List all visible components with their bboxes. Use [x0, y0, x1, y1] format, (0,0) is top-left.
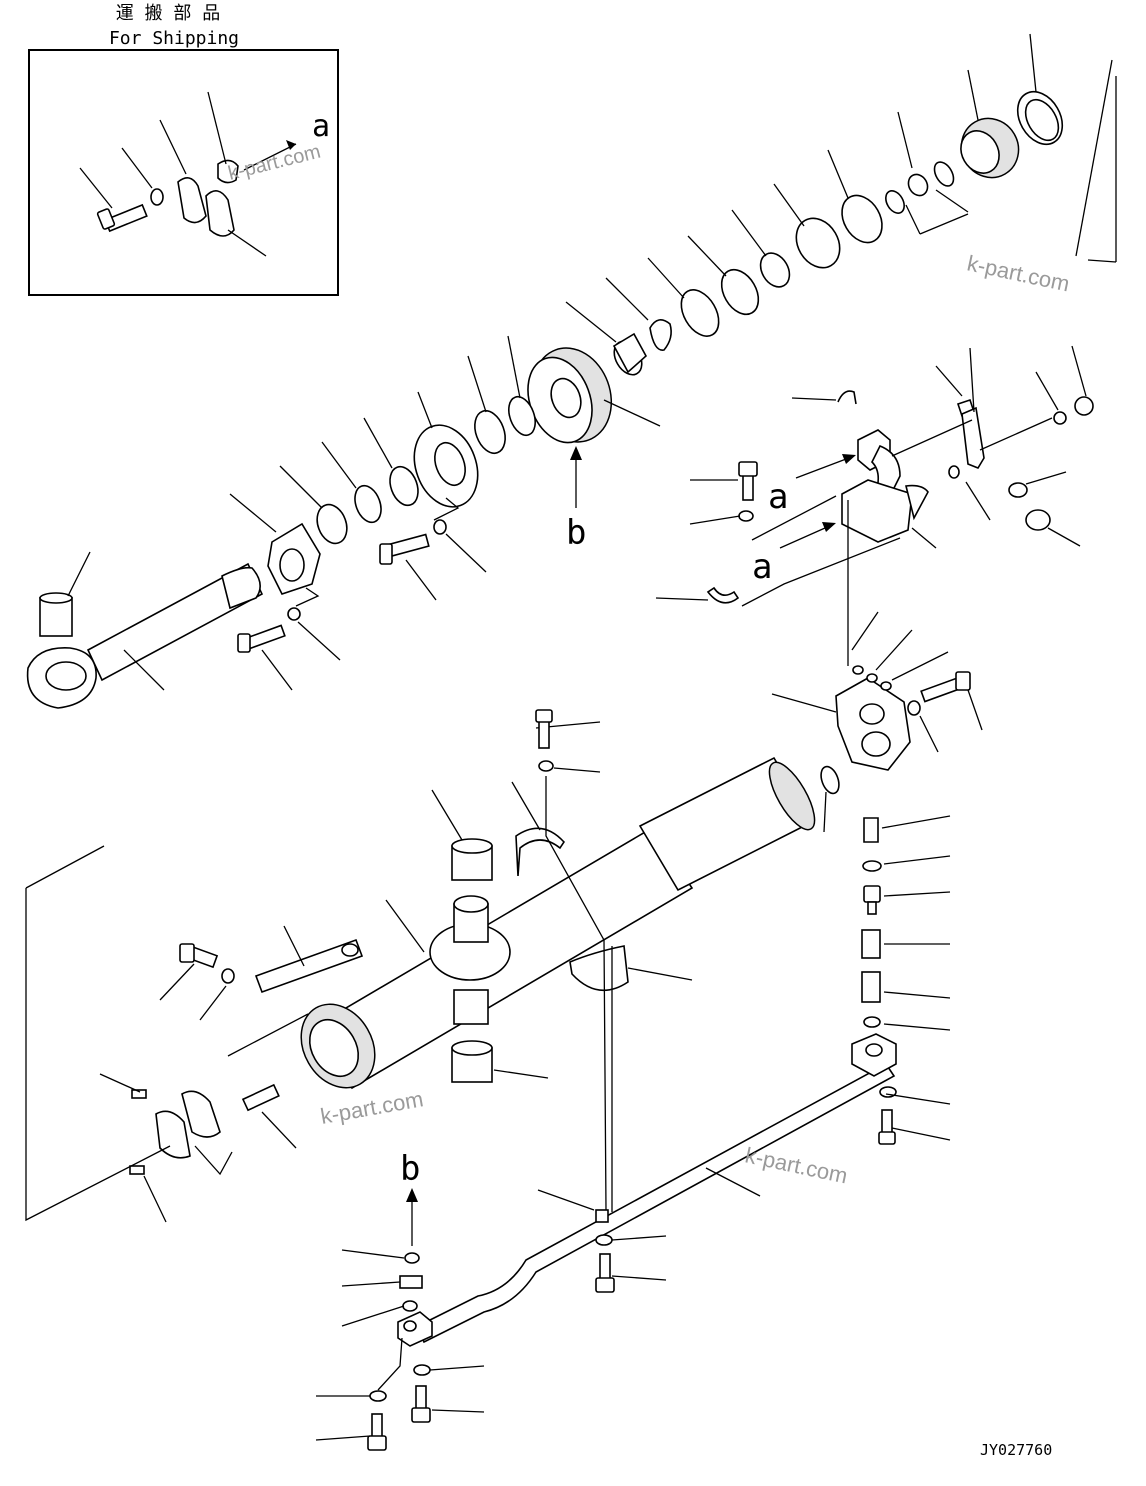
ring-h — [354, 484, 382, 524]
head-washer — [433, 519, 447, 535]
inset-bolt — [96, 203, 148, 233]
retaining-ring — [649, 319, 672, 351]
watermark-4: k-part.com — [743, 1142, 850, 1188]
inset-view-a: a — [312, 109, 330, 144]
flange-plate — [413, 424, 479, 508]
ring-g — [389, 465, 419, 507]
tube-bolt — [179, 943, 219, 969]
snap-ring — [759, 252, 791, 288]
clip-top — [837, 390, 857, 405]
view-b-bottom: b — [400, 1149, 420, 1189]
hydraulic-tube-assembly: b — [315, 1033, 951, 1451]
clip-bottom — [706, 586, 740, 604]
ring-f — [474, 409, 506, 455]
piston — [960, 117, 1020, 179]
clamp-bolt — [595, 1253, 615, 1293]
o-ring-a — [933, 161, 955, 187]
bushing-nut — [612, 332, 648, 376]
trunnion-bushing-top — [451, 838, 493, 881]
bottom-clamp-halves — [129, 1083, 280, 1175]
valve-assembly: a a — [655, 345, 1094, 1031]
cylinder-head — [527, 347, 613, 444]
trunnion-bushing-bottom — [451, 1040, 493, 1083]
view-a-lower: a — [752, 547, 772, 587]
watermark-2: k-part.com — [965, 250, 1072, 296]
watermark-3: k-part.com — [319, 1086, 426, 1129]
pipe-clamp-bottom — [569, 945, 629, 992]
bracket — [961, 406, 985, 469]
inset-washer — [150, 188, 164, 206]
shipping-title-en: For Shipping — [109, 28, 239, 49]
pipe-clamp-top — [515, 827, 566, 877]
wear-ring — [841, 194, 883, 244]
drawing-code: JY027760 — [980, 1441, 1052, 1459]
shipping-title-jp: 運 搬 部 品 — [116, 3, 221, 24]
ring-e — [508, 395, 536, 437]
rod-shaft — [86, 562, 264, 682]
piston-rod — [26, 551, 264, 709]
tube-lower-bolt-a — [411, 1385, 431, 1423]
tube-top-bolt — [535, 709, 553, 749]
inset-clamp-half-2 — [205, 190, 235, 237]
trunnion — [429, 895, 511, 1025]
lock-plate — [254, 938, 364, 994]
seal-leaders — [229, 33, 1117, 691]
head-bolt — [379, 533, 430, 565]
tube-washer — [221, 968, 235, 984]
fitting-bolt — [738, 461, 758, 501]
plate-bolt — [237, 624, 286, 653]
o-ring-d — [680, 289, 720, 337]
cylinder-tube — [25, 709, 816, 1223]
shipping-frame — [28, 49, 339, 296]
retainer-plate — [267, 522, 321, 595]
tube-upper-bolt — [878, 1109, 896, 1145]
plate-washer — [287, 607, 301, 621]
valve-stack — [861, 817, 882, 1028]
rod-head-seals: b — [229, 33, 1117, 691]
valve-bolt — [920, 671, 971, 703]
inset-clamp-half — [177, 177, 207, 224]
tube-lower-bolt-b — [367, 1413, 387, 1451]
shipping-inset: 運 搬 部 品 For Shipping a — [28, 3, 339, 296]
o-ring-b — [885, 190, 905, 214]
valve-block — [841, 479, 913, 543]
backup-ring — [907, 173, 929, 197]
rod-bushing — [39, 597, 73, 637]
tube-plate — [399, 1275, 423, 1289]
view-b-top: b — [566, 513, 586, 553]
hydraulic-tube — [416, 1062, 896, 1344]
watermark-1: k-part.com — [226, 141, 323, 185]
o-ring-c — [720, 268, 760, 316]
valve-body — [835, 677, 911, 771]
ring-i — [316, 503, 348, 545]
view-a-upper: a — [768, 477, 788, 517]
piston-ring — [795, 217, 841, 269]
